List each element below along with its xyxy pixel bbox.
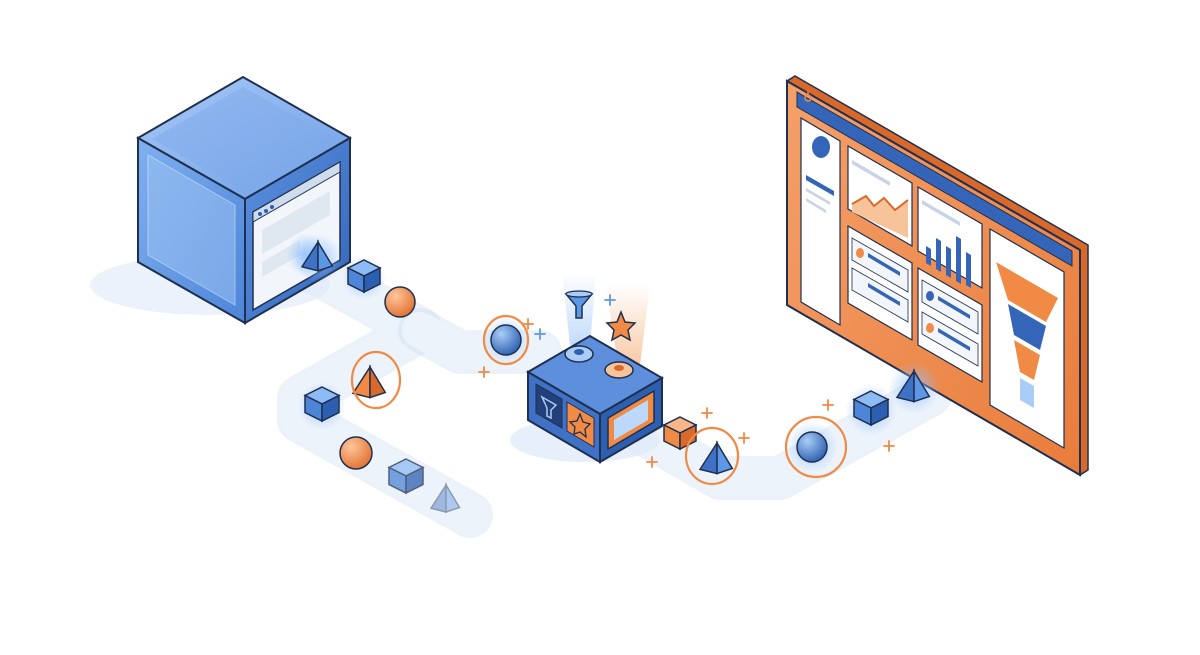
processor-box — [510, 272, 664, 464]
sparkles — [478, 294, 895, 468]
sphere-item-1 — [384, 286, 416, 318]
cube-item-3 — [387, 458, 425, 495]
pyramid-item-2 — [351, 364, 387, 399]
bar-chart-widget — [917, 185, 983, 290]
sphere-item-2 — [490, 324, 522, 356]
list-widget-1 — [847, 224, 913, 342]
floating-funnel-icon — [564, 290, 594, 319]
sparkle-8 — [534, 328, 546, 340]
dashboard-panel — [785, 75, 1089, 477]
area-chart-widget — [847, 144, 913, 248]
sparkle-9 — [604, 294, 616, 306]
processor-ring-blue — [564, 345, 594, 363]
sparkle-7 — [883, 440, 895, 452]
floating-star-icon — [605, 309, 637, 342]
sparkle-2 — [478, 366, 490, 378]
cube-item-4 — [662, 416, 698, 451]
sphere-item-3 — [339, 436, 373, 470]
sparkle-5 — [646, 456, 658, 468]
sparkle-1 — [522, 318, 534, 330]
funnel-icon — [535, 383, 563, 429]
source-server-cube — [90, 75, 353, 325]
sparkle-6 — [822, 399, 834, 411]
orbit-ring-3 — [684, 426, 740, 486]
star-icon — [566, 401, 595, 448]
pyramid-item-5 — [895, 368, 931, 403]
browser-window-icon — [147, 154, 236, 306]
data-items — [294, 234, 940, 514]
profile-widget — [800, 116, 841, 327]
orbit-ring-2 — [350, 350, 402, 410]
cube-item-5 — [852, 390, 890, 427]
pyramid-item-3 — [429, 482, 461, 514]
sparkle-4 — [738, 432, 750, 444]
cube-item-2 — [303, 386, 341, 423]
cube-item-1 — [346, 259, 382, 294]
list-widget-2 — [917, 266, 983, 384]
orbit-ring-4 — [784, 415, 848, 479]
funnel-chart-widget — [989, 227, 1065, 450]
hubspot-sprocket-icon — [804, 91, 812, 102]
pyramid-item-1 — [300, 239, 334, 272]
sphere-item-4 — [796, 431, 828, 463]
pyramid-item-4 — [698, 440, 734, 475]
orbit-ring-1 — [482, 314, 530, 366]
processor-ring-orange — [604, 361, 634, 379]
sparkle-3 — [701, 407, 713, 419]
